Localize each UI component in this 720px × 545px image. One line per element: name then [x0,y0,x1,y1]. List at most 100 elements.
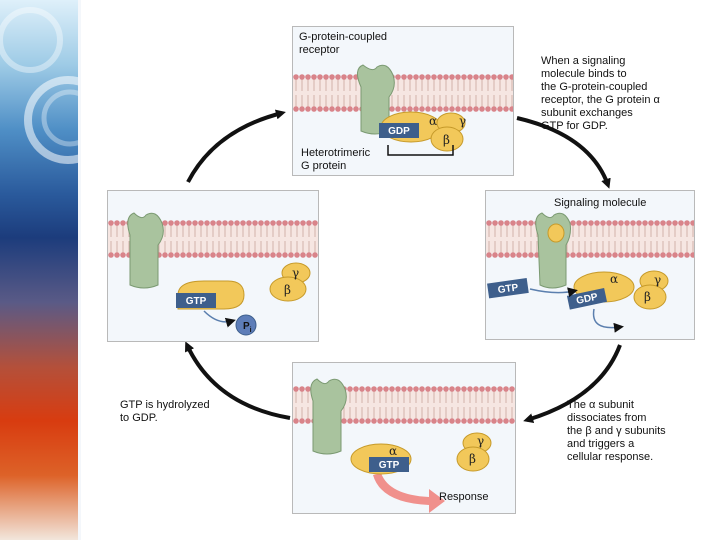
lipid-head [323,106,329,112]
lipid-head [485,106,491,112]
lipid-head [311,74,317,80]
panel-top-art: GDP α γ β [293,64,513,156]
lipid-head [461,106,467,112]
lipid-head [413,386,419,392]
gdp-out-arrow [592,308,624,333]
gtp-box [487,278,529,299]
lipid-head [162,220,168,226]
lipid-head [305,386,311,392]
lipid-head [588,220,594,226]
lipid-head [503,106,509,112]
lipid-head [341,106,347,112]
lipid-head [234,220,240,226]
lipid-head [300,252,306,258]
lipid-head [210,220,216,226]
lipid-head [198,252,204,258]
lipid-head [600,252,606,258]
lipid-head [684,220,690,226]
lipid-head [594,220,600,226]
lipid-head [473,106,479,112]
lipid-head [258,252,264,258]
lipid-head [455,106,461,112]
phosphate-release-arrow [203,310,236,328]
lipid-head [648,252,654,258]
arrow-top-to-right [516,116,611,189]
lipid-head [312,252,318,258]
lipid-head [401,386,407,392]
lipid-head [479,418,485,424]
gdp-label: GDP [575,292,599,307]
lipid-head [246,252,252,258]
lipid-head [305,418,311,424]
complex-bracket [387,145,454,156]
lipid-head [371,386,377,392]
lipid-head [437,418,443,424]
lipid-head [522,220,528,226]
lipid-head [120,252,126,258]
lipid-head [252,252,258,258]
lipid-head [431,418,437,424]
lipid-head [276,252,282,258]
signaling-molecule-label: Signaling molecule [554,197,647,209]
lipid-head [425,386,431,392]
phosphate-subscript: i [250,327,252,334]
lipid-head [509,74,513,80]
lipid-head [486,252,492,258]
lipid-head [383,386,389,392]
lipid-head [455,386,461,392]
lipid-head [509,418,515,424]
panel-gtp-hydrolysis: GTP Pi γ β [107,190,319,342]
lipid-head [443,106,449,112]
heterotrimeric-label: Heterotrimeric G protein [301,147,371,172]
lipid-head [293,386,299,392]
lipid-head [305,106,311,112]
lipid-head [467,106,473,112]
lipid-head [401,418,407,424]
lipid-head [485,418,491,424]
lipid-head [491,106,497,112]
lipid-head [594,252,600,258]
lipid-head [600,220,606,226]
lipid-head [606,252,612,258]
lipid-head [582,252,588,258]
lipid-head [413,106,419,112]
lipid-head [264,220,270,226]
lipid-head [234,252,240,258]
lipid-head [305,74,311,80]
lipid-head [618,220,624,226]
panel-bottom-art: GTP α γ β [293,378,515,513]
lipid-head [473,386,479,392]
lipid-head [299,106,305,112]
lipid-head [449,74,455,80]
lipid-head [228,252,234,258]
lipid-head [335,74,341,80]
signaling-molecule [547,223,565,243]
lipid-head [479,106,485,112]
lipid-head [389,418,395,424]
lipid-head [479,386,485,392]
gamma-symbol: γ [654,273,661,287]
lipid-head [618,252,624,258]
membrane-core [486,225,694,253]
lipid-head [497,74,503,80]
receptor [310,378,347,455]
lipid-head [443,386,449,392]
alpha-symbol: α [429,114,437,128]
lipid-head [180,220,186,226]
lipid-head [312,220,318,226]
lipid-head [300,220,306,226]
svg-text:Pi: Pi [243,321,252,334]
lipid-head [497,386,503,392]
receptor-label: G-protein-coupled receptor [299,31,388,56]
lipid-head [690,220,694,226]
lipid-head [491,418,497,424]
lipid-head [216,220,222,226]
lipid-head [678,252,684,258]
lipid-head [353,418,359,424]
panel-signal-bound: GTP GDP α γ β Signaling molecule [485,190,695,340]
lipid-head [395,74,401,80]
sidebar-divider [78,0,81,540]
lipid-head [630,252,636,258]
lipid-head [461,74,467,80]
lipid-head [491,386,497,392]
